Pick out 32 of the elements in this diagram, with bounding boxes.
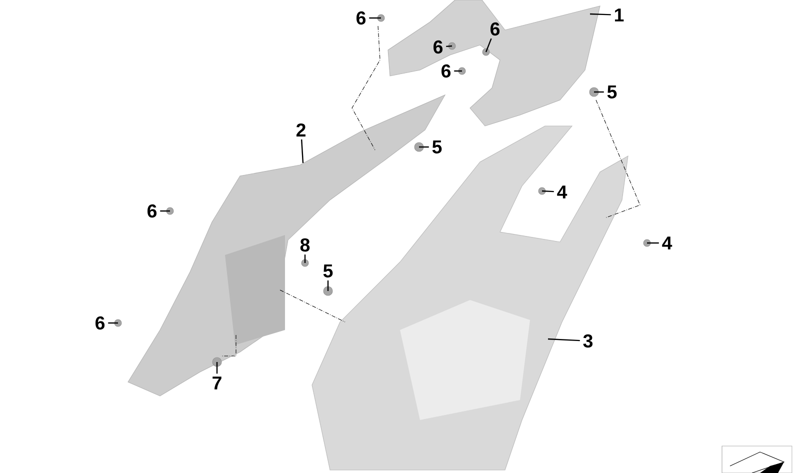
callout-number: 4: [662, 236, 672, 250]
leader-line: [369, 17, 381, 19]
callout-number: 2: [296, 123, 306, 136]
callout-number: 8: [300, 238, 310, 252]
callout-number: 6: [148, 204, 157, 218]
leader-line: [216, 362, 218, 374]
leader-line: [594, 91, 604, 93]
callout-number: 5: [432, 140, 442, 154]
callout-number: 5: [323, 264, 333, 278]
leader-line: [548, 338, 580, 342]
callout-number: 4: [557, 186, 568, 198]
leader-line: [327, 280, 329, 291]
callout-number: 6: [356, 11, 366, 25]
callout-number: 6: [490, 22, 500, 36]
leader-line: [485, 38, 492, 52]
leader-line: [542, 190, 554, 192]
callout-number: 6: [442, 64, 451, 78]
leader-line: [300, 139, 304, 164]
callout-number: 1: [614, 8, 624, 22]
leader-line: [304, 254, 306, 263]
leader-line: [590, 13, 611, 16]
callout-number: 3: [583, 334, 593, 348]
leader-line: [160, 210, 170, 212]
callout-number: 7: [212, 376, 222, 390]
callout-number: 5: [607, 85, 617, 98]
leader-line: [108, 322, 118, 324]
leader-line: [454, 70, 462, 72]
leader-line: [647, 242, 659, 244]
leader-line: [419, 146, 429, 148]
leader-line: [446, 45, 452, 47]
callout-number: 6: [434, 40, 443, 54]
callout-number: 6: [96, 316, 105, 330]
